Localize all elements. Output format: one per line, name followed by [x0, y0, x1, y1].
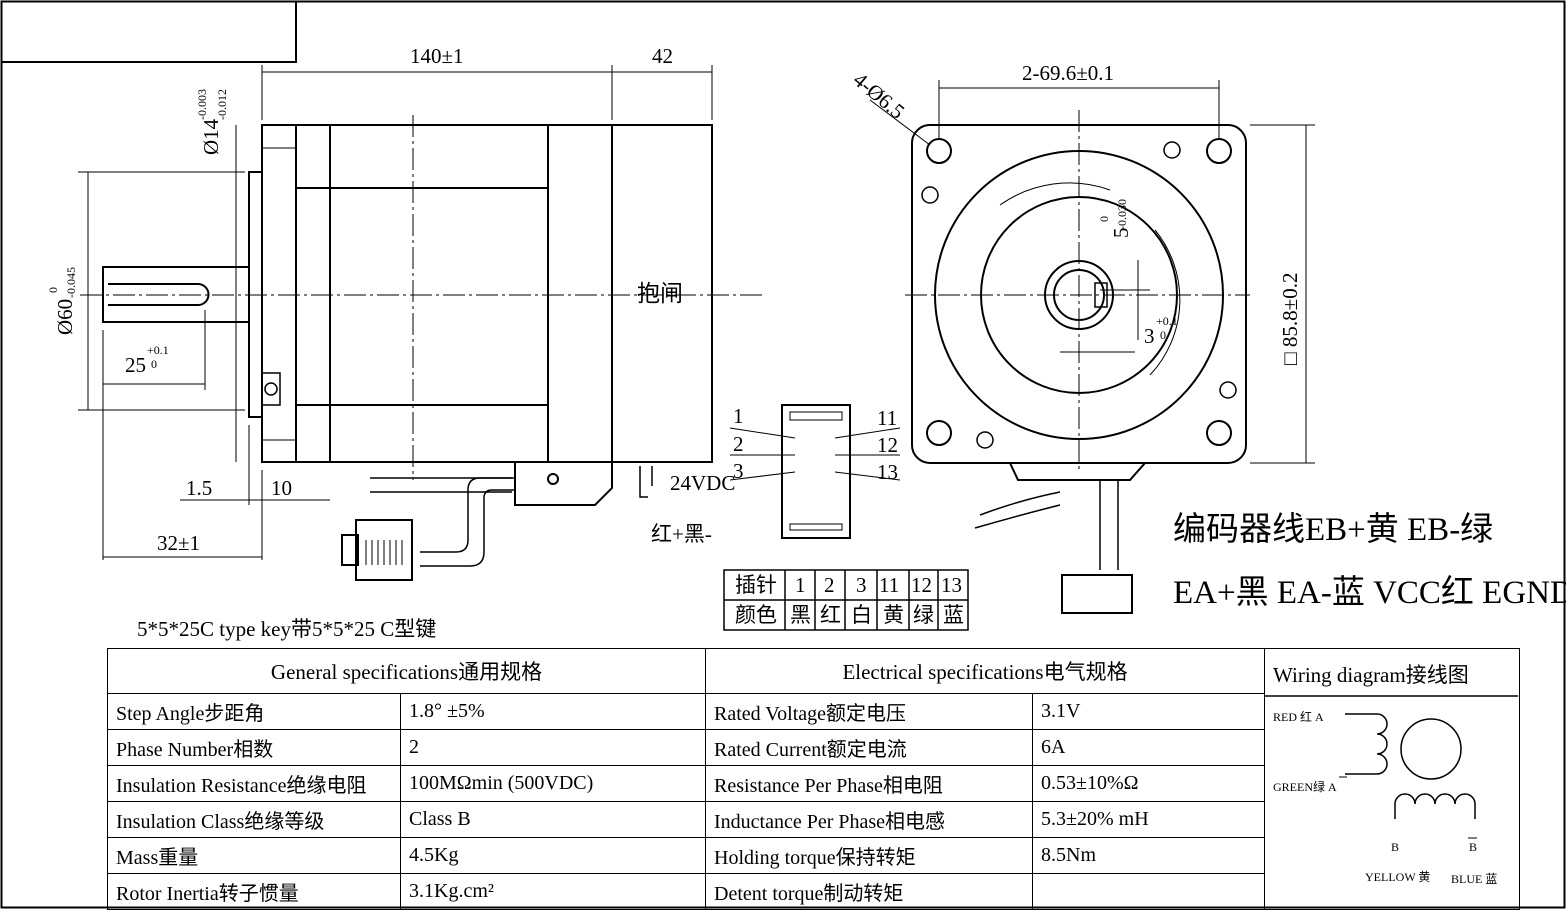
dim-key-depth-tol-upper: +0.1: [1156, 314, 1178, 328]
dim-key-tol-lower: 0: [151, 357, 157, 371]
pin-table-pin: 11: [879, 573, 899, 597]
dim-boss-diameter: Ø60: [53, 299, 77, 335]
general-value: Class B: [399, 801, 707, 838]
dim-boss-tol-lower: -0.045: [64, 267, 78, 298]
general-header: General specifications通用规格: [106, 648, 707, 694]
dim-key-depth-tol-lower: 0: [1160, 328, 1166, 342]
spec-table: General specifications通用规格 Electrical sp…: [106, 648, 1521, 910]
pin-table-pin: 1: [795, 573, 806, 597]
connector-pin-3: 3: [733, 459, 744, 483]
pin-table-row1-label: 插针: [735, 573, 777, 597]
wiring-b-bar: B: [1469, 840, 1477, 854]
dim-flange-offset: 1.5: [186, 476, 212, 500]
general-label: Step Angle步距角: [107, 693, 401, 730]
brake-wires: 红+黑-: [651, 522, 712, 546]
key-note: 5*5*25C type key带5*5*25 C型键: [137, 617, 436, 641]
electrical-value: 0.53±10%Ω: [1032, 765, 1266, 802]
connector-pin-12: 12: [877, 433, 898, 457]
electrical-label: Rated Voltage额定电压: [705, 693, 1034, 730]
connector-pin-11: 11: [877, 406, 897, 430]
pin-table-color: 红: [820, 603, 841, 627]
encoder-line-2: EA+黑 EA-蓝 VCC红 EGND白: [1173, 574, 1566, 611]
pin-table-pin: 12: [911, 573, 932, 597]
pin-table-color: 黑: [790, 603, 811, 627]
general-label: Rotor Inertia转子惯量: [107, 873, 401, 910]
dim-brake-length: 42: [652, 44, 673, 68]
general-value: 1.8° ±5%: [399, 693, 707, 730]
electrical-label: Rated Current额定电流: [705, 729, 1034, 766]
pin-table-pin: 2: [824, 573, 835, 597]
dim-shaft-length: 32±1: [157, 531, 200, 555]
pin-table: [723, 569, 969, 631]
dim-shaft-tol-upper: -0.003: [195, 89, 209, 120]
dim-key-tol-upper: +0.1: [147, 343, 169, 357]
dim-key-length: 25: [125, 353, 146, 377]
electrical-header: Electrical specifications电气规格: [705, 648, 1266, 694]
brake-label: 抱闸: [637, 281, 683, 306]
dim-boss-length: 10: [271, 476, 292, 500]
general-label: Phase Number相数: [107, 729, 401, 766]
electrical-label: Inductance Per Phase相电感: [705, 801, 1034, 838]
wiring-header: Wiring diagram接线图: [1273, 663, 1469, 687]
general-value: 100MΩmin (500VDC): [399, 765, 707, 802]
dim-shaft-diameter: Ø14: [199, 118, 223, 155]
general-label: Insulation Class绝缘等级: [107, 801, 401, 838]
connector-pin-13: 13: [877, 460, 898, 484]
wiring-schematic: RED 红 A GREEN绿 A B B YELLOW 黄 BLUE 蓝: [1265, 695, 1519, 886]
pin-table-color: 绿: [913, 603, 934, 627]
electrical-label: Resistance Per Phase相电阻: [705, 765, 1034, 802]
wiring-blue: BLUE 蓝: [1451, 872, 1497, 886]
table-row: Mass重量 4.5Kg Holding torque保持转矩 8.5Nm: [107, 837, 1520, 874]
pin-table-pin: 3: [856, 573, 867, 597]
electrical-value: 6A: [1032, 729, 1266, 766]
connector-pin-2: 2: [733, 432, 744, 456]
general-value: 4.5Kg: [399, 837, 707, 874]
wiring-red-a: RED 红 A: [1273, 709, 1324, 724]
general-value: 2: [399, 729, 707, 766]
wiring-diagram: Wiring diagram接线图 RED 红 A GREEN绿 A B B Y…: [1264, 648, 1521, 910]
electrical-value: [1032, 873, 1266, 910]
brake-voltage: 24VDC: [670, 471, 735, 495]
pin-table-color: 蓝: [943, 603, 964, 627]
side-view-dimensions: [78, 65, 713, 560]
connector-pin-1: 1: [733, 404, 744, 428]
pin-table-row2-label: 颜色: [735, 603, 777, 627]
electrical-label: Holding torque保持转矩: [705, 837, 1034, 874]
dim-hole-spec: 4-Ø6.5: [849, 67, 910, 123]
electrical-value: 5.3±20% mH: [1032, 801, 1266, 838]
electrical-value: 8.5Nm: [1032, 837, 1266, 874]
table-row: Insulation Resistance绝缘电阻 100MΩmin (500V…: [107, 765, 1520, 802]
wiring-green-a: GREEN绿 A: [1273, 779, 1337, 794]
front-view-dimensions: [869, 80, 1315, 464]
dim-boss-tol-upper: 0: [46, 287, 60, 293]
dim-key-width-tol-upper: 0: [1097, 216, 1111, 222]
pin-table-pin: 13: [941, 573, 962, 597]
side-view: [80, 115, 765, 581]
general-label: Mass重量: [107, 837, 401, 874]
table-row: Phase Number相数 2 Rated Current额定电流 6A: [107, 729, 1520, 766]
pin-table-color: 白: [851, 603, 872, 627]
dim-shaft-tol-lower: -0.012: [215, 89, 229, 120]
wiring-yellow: YELLOW 黄: [1365, 870, 1430, 884]
dim-length: 140±1: [410, 44, 464, 68]
general-label: Insulation Resistance绝缘电阻: [107, 765, 401, 802]
connector-diagram: [729, 404, 901, 539]
dim-flange-size: □ 85.8±0.2: [1278, 273, 1302, 365]
dim-key-width-tol-lower: -0.030: [1115, 199, 1129, 230]
electrical-label: Detent torque制动转矩: [705, 873, 1034, 910]
general-value: 3.1Kg.cm²: [399, 873, 707, 910]
table-header-row: General specifications通用规格 Electrical sp…: [106, 648, 1521, 910]
front-view: [905, 110, 1250, 614]
dim-hole-spacing: 2-69.6±0.1: [1022, 61, 1114, 85]
wiring-b: B: [1391, 840, 1399, 854]
electrical-value: 3.1V: [1032, 693, 1266, 730]
encoder-line-1: 编码器线EB+黄 EB-绿: [1173, 511, 1493, 548]
pin-table-color: 黄: [883, 603, 904, 627]
dim-key-depth: 3: [1144, 324, 1155, 348]
dim-key-width: 5: [1109, 228, 1133, 239]
